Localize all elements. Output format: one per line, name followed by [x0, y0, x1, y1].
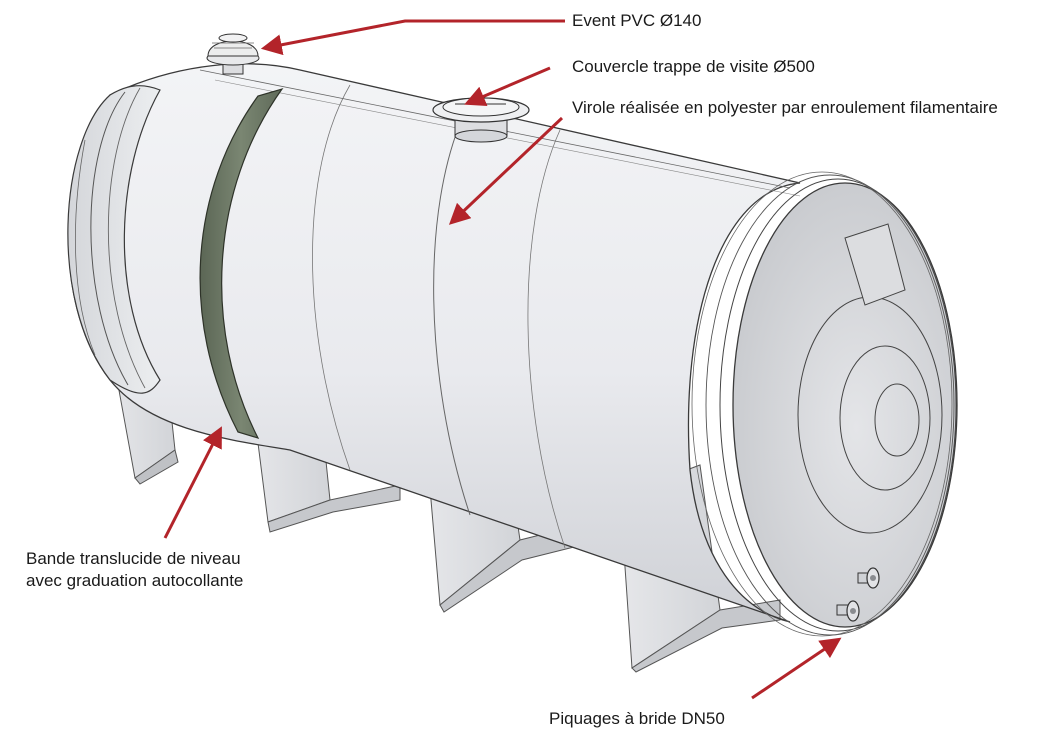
manhole-cover — [432, 97, 530, 143]
level-band — [199, 87, 284, 439]
label-filament-wound-shell: Virole réalisée en polyester par enroule… — [572, 98, 998, 117]
flange-nozzle-upper — [857, 567, 880, 589]
tank-end-cap — [691, 171, 958, 637]
label-inspection-hatch: Couvercle trappe de visite Ø500 — [572, 57, 815, 76]
flange-nozzle-lower — [836, 600, 860, 622]
label-level-band-line2: avec graduation autocollante — [26, 571, 244, 590]
nameplate — [844, 223, 906, 306]
label-level-band: Bande translucide de niveau avec graduat… — [26, 548, 243, 592]
label-flange-nozzles: Piquages à bride DN50 — [549, 709, 725, 728]
arrow-hatch — [464, 66, 551, 107]
arrow-band — [163, 426, 222, 539]
pvc-vent — [206, 33, 260, 75]
label-level-band-line1: Bande translucide de niveau — [26, 549, 241, 568]
flange-nozzles — [836, 567, 880, 622]
callout-arrows — [163, 19, 842, 700]
label-pvc-vent: Event PVC Ø140 — [572, 11, 702, 30]
arrow-flanges — [751, 637, 842, 700]
arrow-vent — [260, 19, 565, 56]
arrow-shell — [448, 116, 564, 225]
